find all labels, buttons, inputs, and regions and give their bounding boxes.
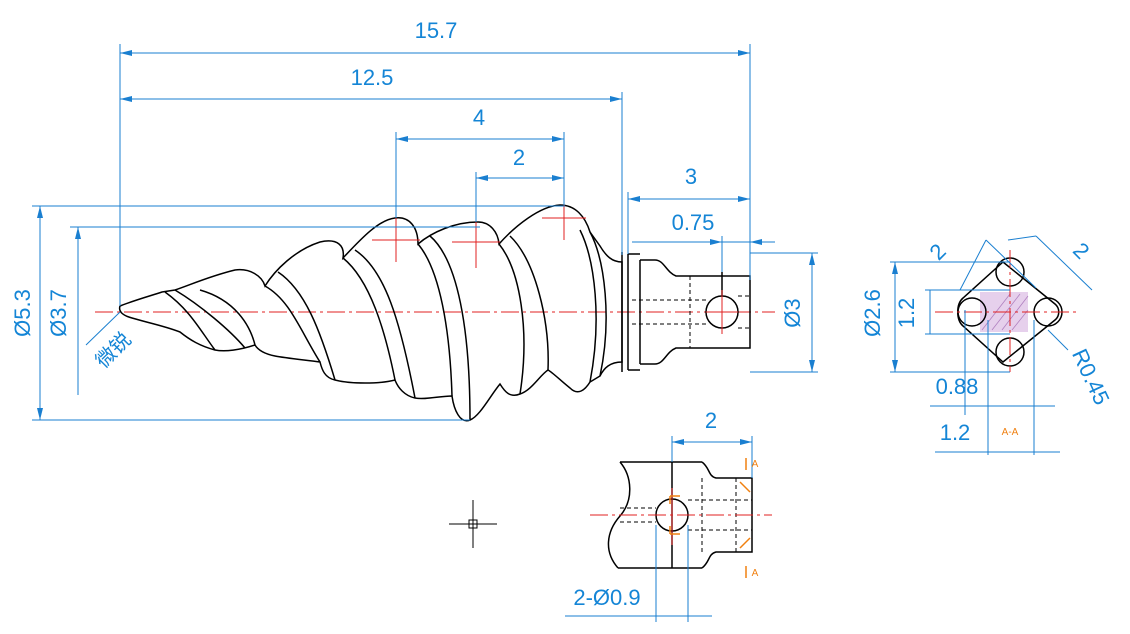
dim-section-radius: R0.45: [1067, 345, 1114, 409]
dim-major-diameter: Ø5.3: [10, 289, 35, 337]
dim-holes: 2-Ø0.9: [573, 585, 640, 610]
dim-head-diameter: Ø3: [780, 298, 805, 327]
cut-mark-bottom: A: [752, 568, 759, 579]
dim-section-gap: 0.88: [936, 374, 979, 399]
dim-pitch-double: 4: [473, 105, 485, 130]
crosshair-cursor-icon: [449, 500, 497, 548]
dim-thread-length: 12.5: [351, 65, 394, 90]
thread-flank-lines: [164, 229, 607, 421]
cut-mark-top: A: [752, 459, 759, 470]
detail-view: [449, 436, 772, 622]
screw-thread-outline: [118, 204, 623, 422]
dim-section-width-b: 2: [1068, 238, 1094, 264]
dim-minor-diameter: Ø3.7: [46, 289, 71, 337]
dim-section-height: 1.2: [894, 298, 919, 329]
dim-head-length: 3: [685, 164, 697, 189]
main-dimension-lines: [32, 44, 818, 421]
dim-head-offset: 0.75: [672, 210, 715, 235]
tip-note: 微锐: [91, 328, 136, 373]
screw-main-view: [95, 200, 775, 422]
dim-overall-length: 15.7: [415, 18, 458, 43]
dim-pitch: 2: [513, 145, 525, 170]
dim-section-diameter: Ø2.6: [860, 289, 885, 337]
dim-section-width-a: 2: [925, 239, 951, 265]
section-a-a: [890, 235, 1093, 455]
section-label: A-A: [1002, 427, 1019, 438]
section-outline: [957, 261, 1060, 363]
dim-detail-length: 2: [705, 408, 717, 433]
dim-section-gap-2: 1.2: [940, 420, 971, 445]
